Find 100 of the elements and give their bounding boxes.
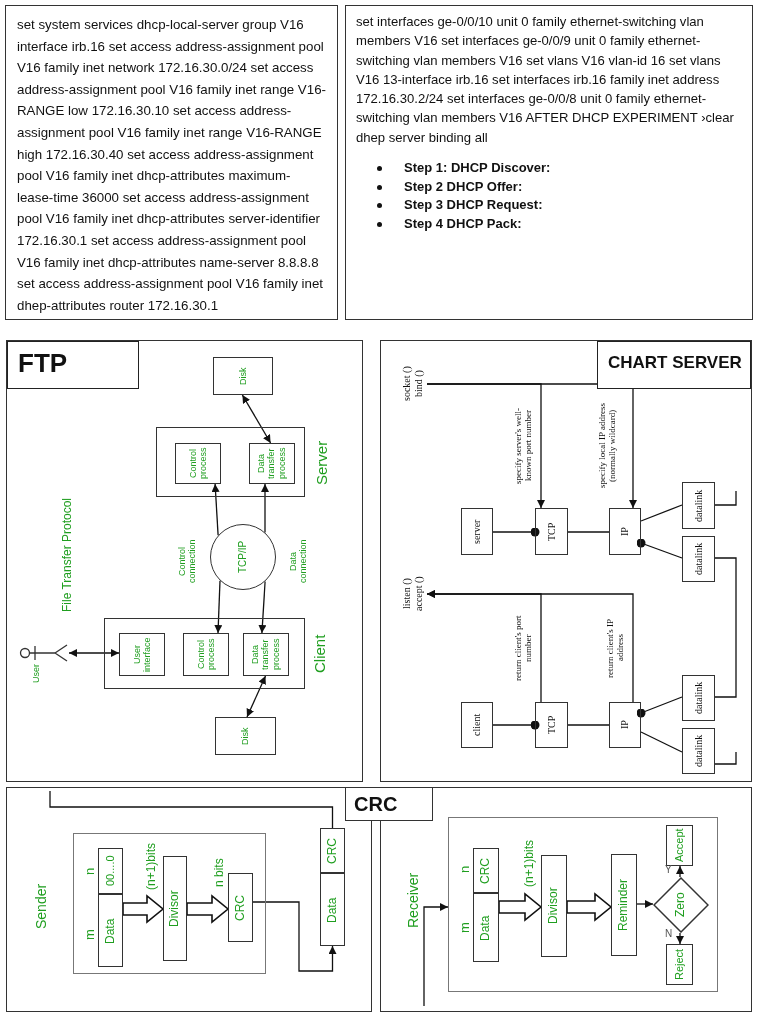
connector-line [492,527,540,537]
bit-field-box [320,873,345,946]
box-label: Data [479,913,493,943]
dimension-label: (n+1)bits [145,841,159,892]
dimension-label: n bits [213,857,227,890]
box-label: datalink [692,733,705,770]
protocol-box [535,508,568,555]
process-box [119,633,165,676]
result-box [666,944,693,985]
connector-line [640,504,683,522]
box-label: TCP [545,714,558,737]
title-box [345,787,433,821]
group-box [448,817,718,992]
hollow-arrow [566,892,613,922]
box-label: datalink [692,541,705,578]
protocol-box [609,508,641,555]
datalink-box [682,482,715,529]
box-label: Divisor [547,886,561,927]
panel-frame [380,340,752,782]
box-label: CRC [325,836,340,866]
panel-title: FTP [7,341,139,389]
process-box [611,854,637,956]
edge-label: N [665,928,673,939]
dimension-label: n [458,864,473,875]
dimension-label: m [83,928,98,943]
box-label: Reminder [617,878,631,933]
box-label: datalink [692,680,705,717]
box-label: User interface [131,636,153,674]
arrow [252,901,337,972]
arrow [211,483,220,536]
hollow-arrow [122,894,165,924]
box-label: TCP/IP [237,539,249,576]
datalink-box [682,675,715,721]
text-panel [345,5,753,320]
function-call-label: socket () bind () [400,365,424,404]
edge-label: return client's IP address [605,617,626,680]
arrow [214,580,223,634]
datalink-box [682,536,715,582]
process-box [461,508,493,555]
arrow [676,865,684,878]
panel-label: Receiver [405,871,422,930]
arrow [246,675,267,718]
panel-title: CRC [354,792,398,816]
process-box [243,633,289,676]
box-label: Disk [237,366,249,387]
list-item: Step 1: DHCP Discover: [404,159,742,178]
connector-line [492,720,540,730]
arrow [426,590,634,703]
box-label: Disk [240,726,251,747]
box-label: CRC [233,893,248,923]
hollow-arrow [186,894,230,924]
dimension-label: (n+1)bits [523,838,537,889]
function-call-label: listen () accept () [400,575,424,614]
paragraph: set interfaces ge-0/0/10 unit 0 family ethernet-switching vlan members V16 set interfaces ge-0/0/9 unit 0 family ethernet-switching vlan members V16 set vlans V16 vlan-id 16 set vlans V16 13-interface irb.16 set interfaces irb.16 family inet address 172.16.30.2/24 set interfaces ge-0/0/8 unit 0 family ethernet-switching vlan members V16 AFTER DHCP EXPERIMENT ›clear dhep server binding all [356,13,735,147]
process-box [175,443,221,484]
box-label: IP [619,719,631,732]
edge-label: Y [665,864,672,875]
diagram-caption: File Transfer Protocol [61,497,75,615]
figure-label: User [31,663,42,683]
connector-line [714,557,737,698]
box-label: Reject [673,947,686,983]
result-box [666,825,693,866]
connector-line [49,790,334,829]
dimension-label: n [83,866,98,877]
box-label: Data [103,916,118,946]
box-label: Control process [187,446,209,482]
box-label: client [471,712,483,739]
panel-title: CHART SERVER [597,341,751,389]
box-heading: Client [311,633,329,676]
protocol-box [609,702,641,748]
box-label: Accept [673,827,686,865]
box-label: Divisor [168,889,182,929]
connector-line [636,538,683,559]
box-label: IP [619,526,631,538]
box-label: Control process [195,637,217,673]
connector-line [714,751,737,765]
box-label: Data transfer process [250,637,282,673]
protocol-box [535,702,568,748]
process-box [183,633,229,676]
panel-frame [6,340,363,782]
datalink-box [682,728,715,774]
arrow [676,932,684,945]
box-label: TCP [545,521,558,543]
paragraph: set access address-assignment pool V16 family inet dhep-attributes router 172.16.30.1 [17,275,324,315]
connector-line [567,531,610,533]
connector-line [714,490,737,506]
connector-line [640,731,683,753]
connection-label: Data connection [288,539,309,584]
bit-field-box [320,828,345,873]
arrow [68,649,120,657]
arrow [636,900,654,908]
list-item: Step 4 DHCP Pack: [404,214,742,234]
arrow [241,394,272,444]
process-box [461,702,493,748]
box-label: server [471,518,483,546]
box-label: 00....0 [104,854,117,889]
text-panel [5,5,338,320]
connector-line [636,696,683,718]
edge-label: specify local IP address (normally wildcard) [597,402,618,491]
panel-label: Sender [33,882,50,931]
